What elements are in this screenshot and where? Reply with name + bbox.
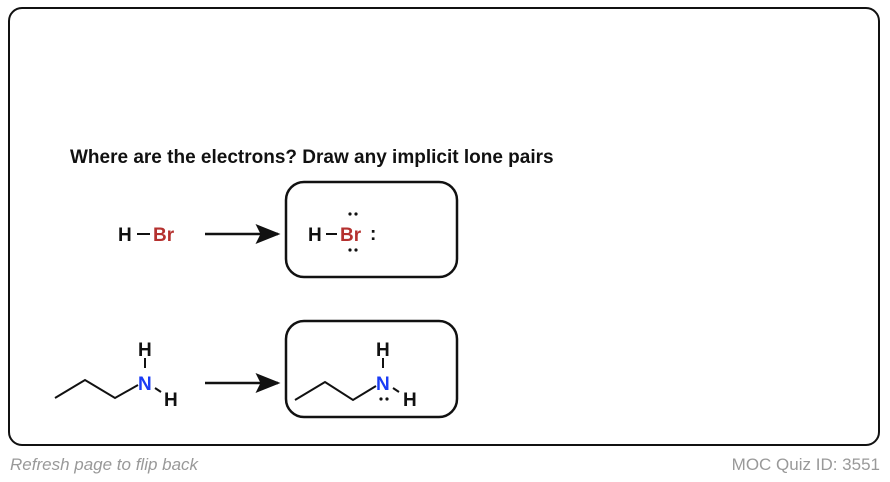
bromine-atom: Br	[340, 225, 362, 246]
lone-pair-bottom	[348, 248, 358, 252]
carbon-chain	[54, 378, 139, 400]
lone-pair-top	[348, 212, 358, 216]
lone-pair-right: :	[370, 224, 376, 245]
hydrogen-atom: H	[118, 225, 132, 246]
carbon-chain	[294, 380, 377, 402]
bromine-atom: Br	[153, 225, 175, 246]
quiz-card[interactable]	[8, 7, 880, 446]
hydrogen-atom: H	[138, 340, 152, 361]
propylamine-question: N H H	[54, 340, 178, 411]
question-title: Where are the electrons? Draw any implic…	[70, 147, 554, 168]
answer-box-2	[284, 319, 459, 419]
nitrogen-atom: N	[138, 374, 152, 395]
hydrogen-atom: H	[308, 225, 322, 246]
hydrogen-atom: H	[403, 390, 417, 411]
lone-pair-nitrogen	[379, 397, 389, 401]
hbr-question: H Br	[118, 225, 175, 246]
propylamine-answer: N H H	[294, 340, 417, 411]
nitrogen-atom: N	[376, 374, 390, 395]
answer-box-1	[284, 180, 459, 279]
n-h-bond	[392, 387, 400, 393]
quiz-id: MOC Quiz ID: 3551	[731, 455, 880, 474]
refresh-hint: Refresh page to flip back	[10, 455, 199, 474]
hbr-answer: H Br :	[308, 212, 376, 252]
n-h-bond	[154, 387, 162, 393]
hydrogen-atom: H	[376, 340, 390, 361]
hydrogen-atom: H	[164, 390, 178, 411]
